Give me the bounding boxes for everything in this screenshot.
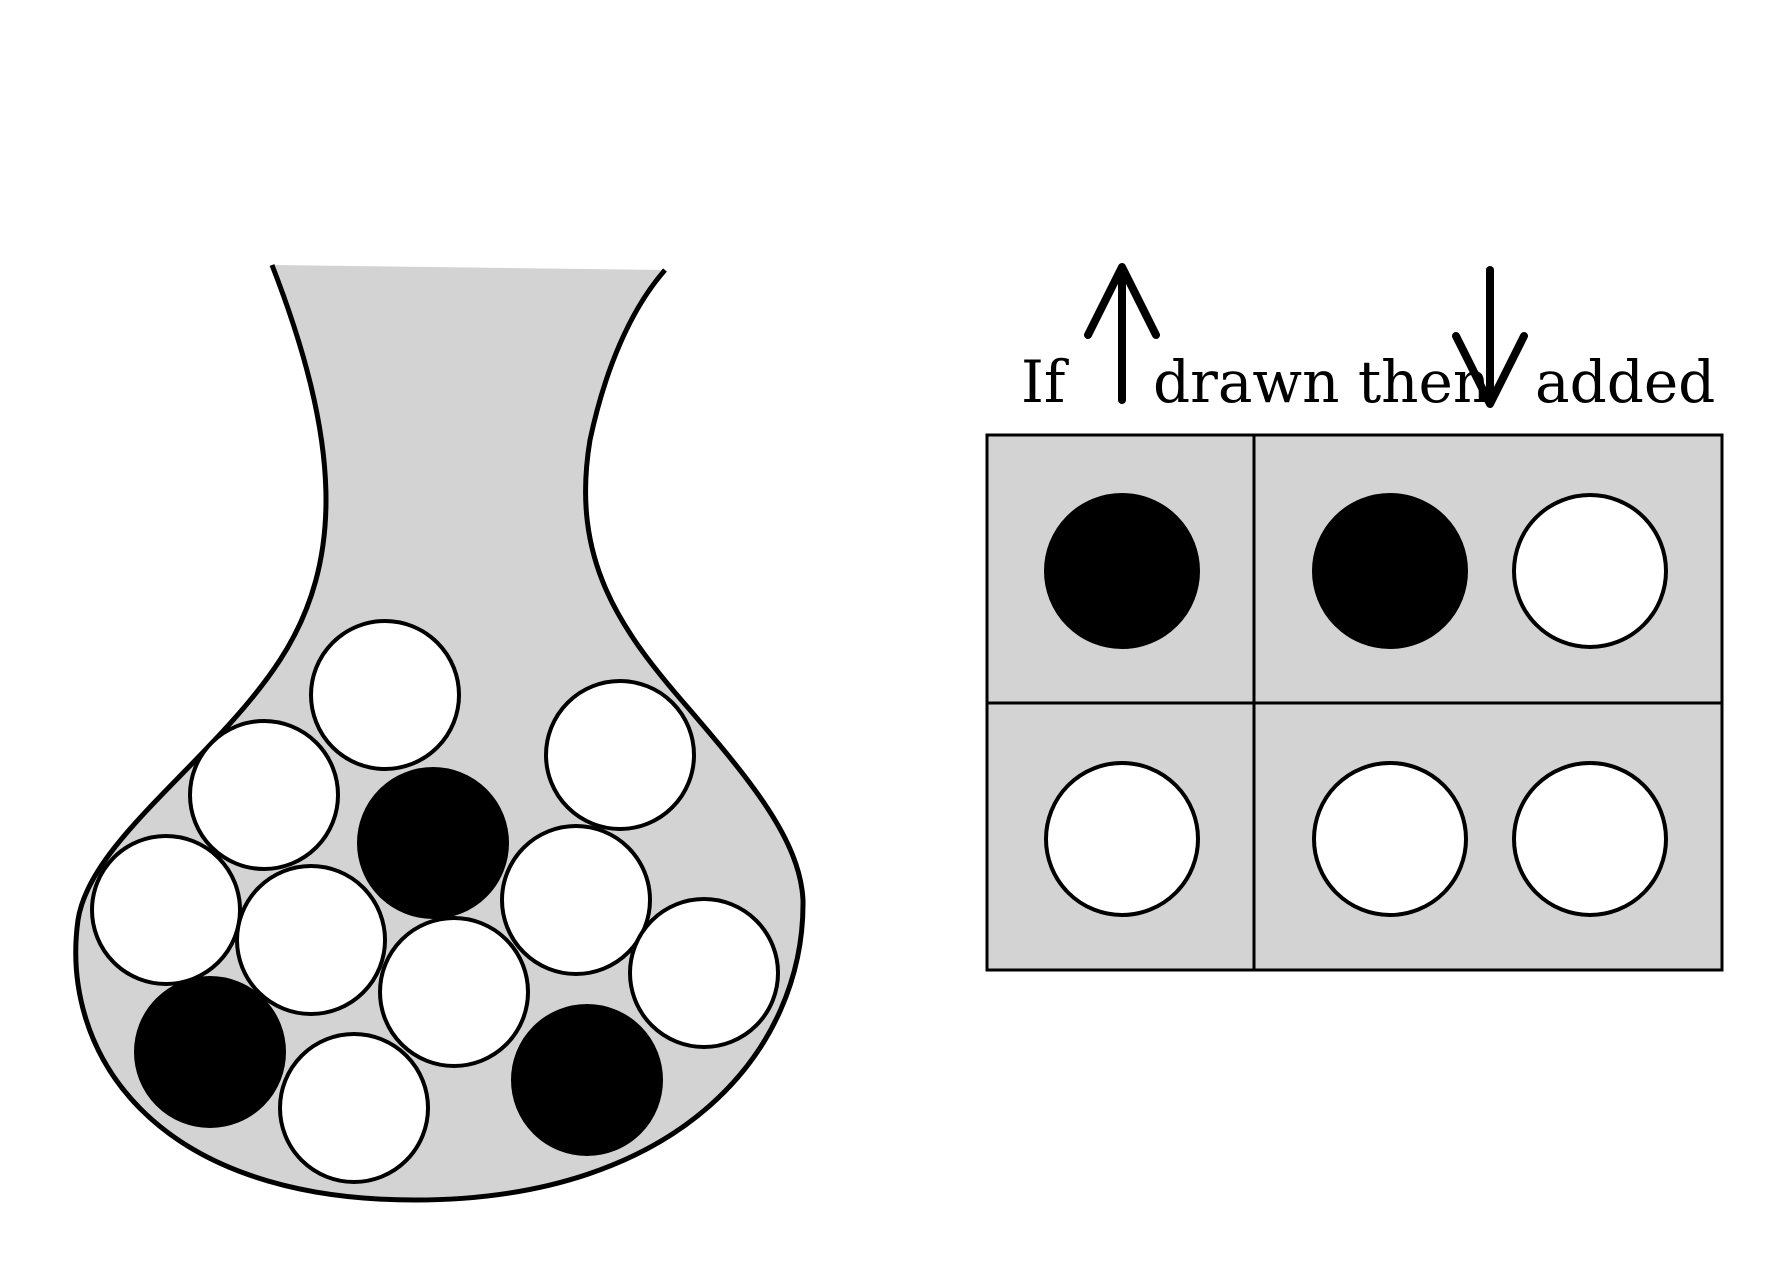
rule-table	[985, 433, 1724, 972]
urn-ball-black-12	[511, 1004, 663, 1156]
urn-ball-white-11	[278, 1032, 430, 1184]
label-drawn-then: drawn then	[1153, 348, 1490, 416]
down-arrow-icon	[1452, 266, 1528, 408]
urn-ball-white-6	[235, 864, 387, 1016]
urn-ball-black-4	[357, 767, 509, 919]
drawn-ball-black-row-1	[1044, 493, 1200, 649]
urn-ball-white-5	[90, 834, 242, 986]
rule-table-border	[985, 433, 1724, 972]
urn-ball-white-7	[500, 824, 652, 976]
urn-ball-white-2	[188, 719, 340, 871]
urn-ball-white-3	[544, 679, 696, 831]
added-ball-white-row-2-2	[1512, 761, 1668, 917]
urn-ball-black-10	[134, 976, 286, 1128]
urn-ball-white-8	[628, 897, 780, 1049]
urn-balls	[90, 619, 780, 1184]
added-ball-white-row-2-1	[1312, 761, 1468, 917]
label-if: If	[1021, 348, 1069, 416]
up-arrow-icon	[1084, 263, 1160, 404]
rule-panel: If drawn then added	[985, 263, 1724, 972]
urn-ball-white-9	[378, 916, 530, 1068]
urn-outline	[73, 264, 806, 1203]
rule-balls	[1044, 493, 1668, 917]
added-ball-black-row-1-1	[1312, 493, 1468, 649]
urn	[73, 264, 806, 1203]
drawn-ball-white-row-2	[1044, 761, 1200, 917]
added-ball-white-row-1-2	[1512, 493, 1668, 649]
urn-ball-white-1	[309, 619, 461, 771]
label-added: added	[1535, 348, 1715, 416]
